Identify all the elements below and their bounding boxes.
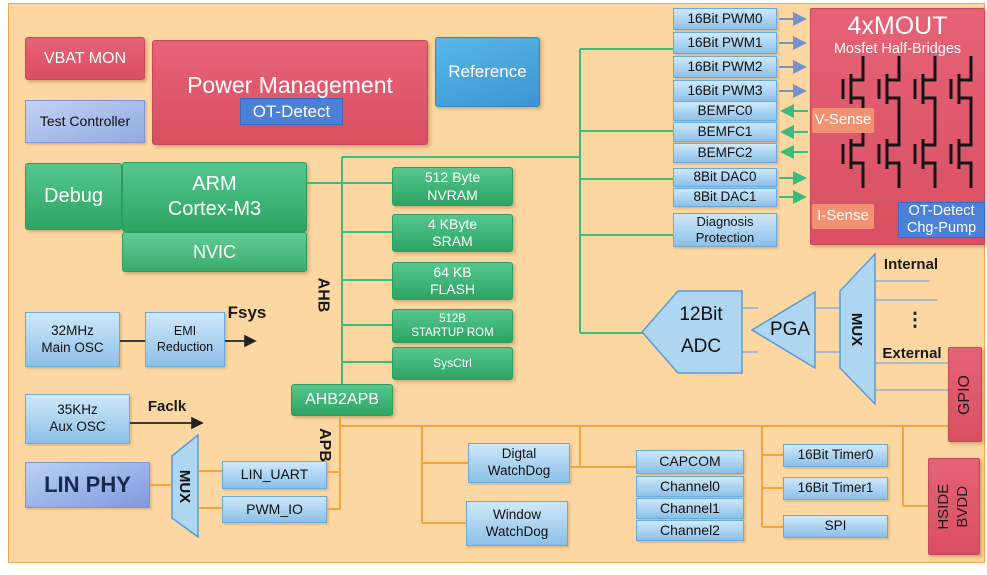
ahb-bus-label: AHB (313, 277, 331, 313)
fsys-label: Fsys (227, 303, 267, 322)
block-timer1: 16Bit Timer1 (783, 477, 888, 500)
i-sense-tag: I-Sense (812, 204, 874, 229)
block-spi: SPI (783, 515, 888, 538)
block-pwm1: 16Bit PWM1 (673, 32, 777, 54)
block-debug: Debug (25, 163, 122, 230)
block-bemfc0: BEMFC0 (673, 101, 777, 121)
block-capcom-ch1: Channel1 (636, 498, 744, 519)
block-capcom: CAPCOM (636, 450, 744, 474)
apb-bus-label: APB (316, 428, 333, 462)
block-nvic: NVIC (122, 232, 307, 272)
block-bemfc2: BEMFC2 (673, 143, 777, 163)
block-lin-uart: LIN_UART (222, 461, 327, 489)
v-sense-tag: V-Sense (812, 108, 874, 133)
block-ot-detect-power: OT-Detect (240, 98, 343, 125)
external-label: External (882, 344, 942, 362)
block-sysctrl: SysCtrl (392, 347, 513, 380)
block-pwm0: 16Bit PWM0 (673, 8, 777, 30)
block-dac0: 8Bit DAC0 (673, 168, 777, 187)
block-ahb2apb: AHB2APB (291, 384, 393, 416)
block-reference: Reference (435, 37, 540, 107)
block-gpio: GPIO (948, 347, 982, 442)
block-power-management: Power Management (152, 40, 428, 145)
internal-label: Internal (883, 255, 939, 273)
block-bemfc1: BEMFC1 (673, 122, 777, 142)
block-lin-phy: LIN PHY (25, 462, 150, 508)
mux-channel-dots: ⋮ (905, 309, 925, 331)
lin-mux-label: MUX (176, 469, 194, 503)
block-test-controller: Test Controller (25, 100, 145, 143)
block-timer0: 16Bit Timer0 (783, 444, 888, 467)
pga-label: PGA (769, 319, 811, 340)
block-capcom-ch2: Channel2 (636, 520, 744, 541)
adc-mux-label: MUX (848, 312, 866, 346)
block-pwm-io: PWM_IO (222, 496, 327, 523)
block-vbat-mon: VBAT MON (25, 37, 145, 80)
faclk-label: Faclk (147, 397, 187, 415)
block-capcom-ch0: Channel0 (636, 476, 744, 497)
block-dac1: 8Bit DAC1 (673, 188, 777, 207)
block-arm-cortex-m3: ARM Cortex-M3 (122, 162, 307, 232)
block-pwm2: 16Bit PWM2 (673, 56, 777, 78)
block-pwm3: 16Bit PWM3 (673, 80, 777, 102)
